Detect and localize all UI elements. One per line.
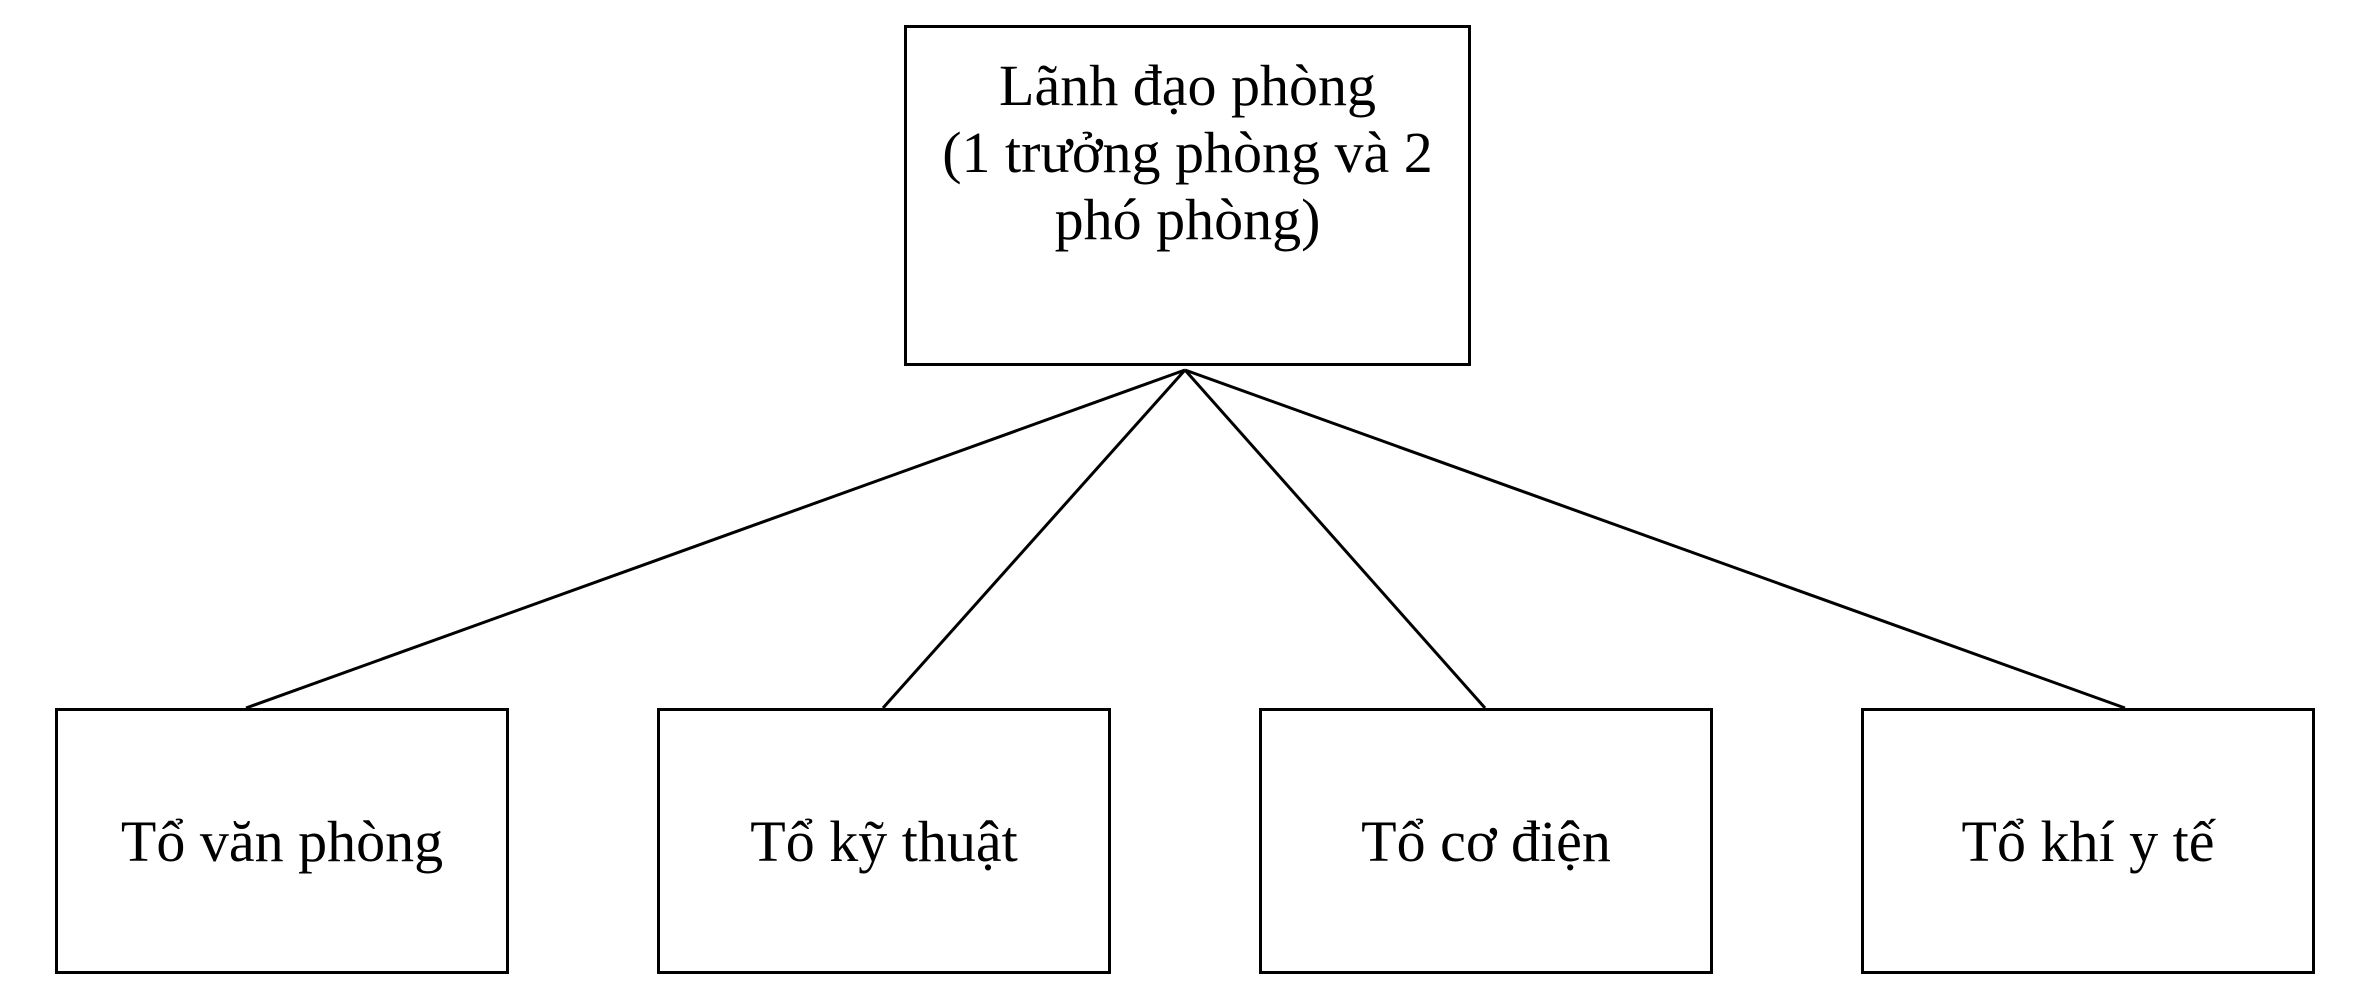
child-node-to-ky-thuat: Tổ kỹ thuật xyxy=(657,708,1111,974)
child-node-to-van-phong: Tổ văn phòng xyxy=(55,708,509,974)
child-node-label: Tổ khí y tế xyxy=(1961,808,2215,874)
root-node-title: Lãnh đạo phòng xyxy=(999,53,1376,118)
child-node-label: Tổ kỹ thuật xyxy=(750,808,1018,874)
connector-line-khi-y-te xyxy=(1184,368,2126,710)
connector-line-van-phong xyxy=(245,368,1186,710)
root-node-detail-line-2: phó phòng) xyxy=(1054,187,1321,252)
child-node-label: Tổ văn phòng xyxy=(120,808,444,874)
root-node-lanh-dao-phong: Lãnh đạo phòng (1 trưởng phòng và 2 phó … xyxy=(904,25,1471,366)
child-node-to-khi-y-te: Tổ khí y tế xyxy=(1861,708,2315,974)
root-node-detail-line-1: (1 trưởng phòng và 2 xyxy=(942,120,1433,185)
connector-line-ky-thuat xyxy=(881,369,1187,709)
child-node-to-co-dien: Tổ cơ điện xyxy=(1259,708,1713,974)
child-node-label: Tổ cơ điện xyxy=(1361,808,1611,874)
connector-line-co-dien xyxy=(1183,369,1487,709)
